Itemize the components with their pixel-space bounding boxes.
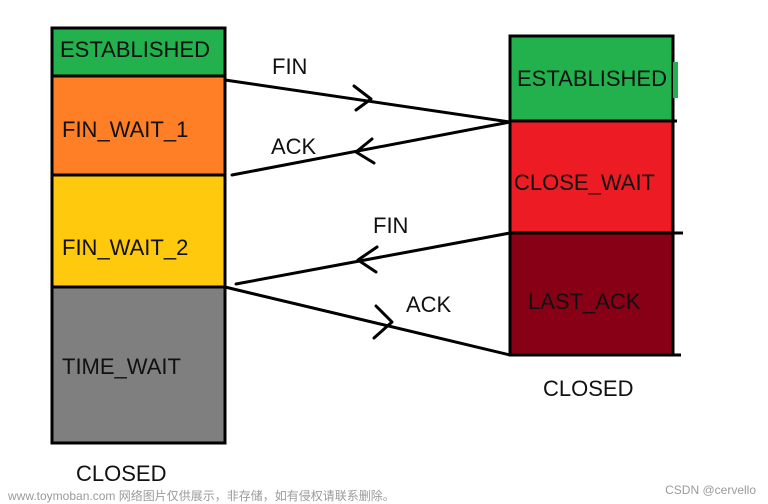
client-state-fin-wait-2: FIN_WAIT_2 xyxy=(62,235,188,260)
message-fin-1-arrowhead xyxy=(352,84,373,112)
watermark-text: www.toymoban.com 网络图片仅供展示，非存储，如有侵权请联系删除。 xyxy=(8,489,395,503)
server-state-last-ack: LAST_ACK xyxy=(528,289,641,314)
message-ack-1-arrowhead xyxy=(354,137,376,165)
message-ack-1-label: ACK xyxy=(271,134,317,159)
message-fin-2-line xyxy=(234,231,512,286)
server-established-tab xyxy=(673,62,678,98)
author-credit: CSDN @cervello xyxy=(665,483,756,497)
server-state-close-wait: CLOSE_WAIT xyxy=(514,170,655,195)
message-ack-2-arrowhead xyxy=(372,304,394,340)
message-ack-2-label: ACK xyxy=(406,292,452,317)
server-state-last-ack-box xyxy=(508,231,675,357)
client-state-established: ESTABLISHED xyxy=(60,37,210,62)
server-column: ESTABLISHED CLOSE_WAIT LAST_ACK CLOSED xyxy=(508,34,683,401)
client-state-fin-wait-1-box xyxy=(50,74,227,177)
client-state-fin-wait-2-box xyxy=(50,173,227,289)
message-fin-2-arrowhead xyxy=(356,245,379,274)
client-state-time-wait-box xyxy=(50,285,227,445)
client-final-closed: CLOSED xyxy=(76,461,166,486)
client-state-fin-wait-1: FIN_WAIT_1 xyxy=(62,117,188,142)
server-final-closed: CLOSED xyxy=(543,376,633,401)
message-fin-2-label: FIN xyxy=(373,213,408,238)
messages xyxy=(223,78,512,357)
client-state-time-wait: TIME_WAIT xyxy=(62,354,181,379)
message-fin-1-label: FIN xyxy=(272,54,307,79)
client-column: ESTABLISHED FIN_WAIT_1 FIN_WAIT_2 TIME_W… xyxy=(50,26,227,486)
message-ack-2-line xyxy=(223,285,512,357)
server-state-established: ESTABLISHED xyxy=(517,66,667,91)
message-ack-1-line xyxy=(230,120,512,177)
